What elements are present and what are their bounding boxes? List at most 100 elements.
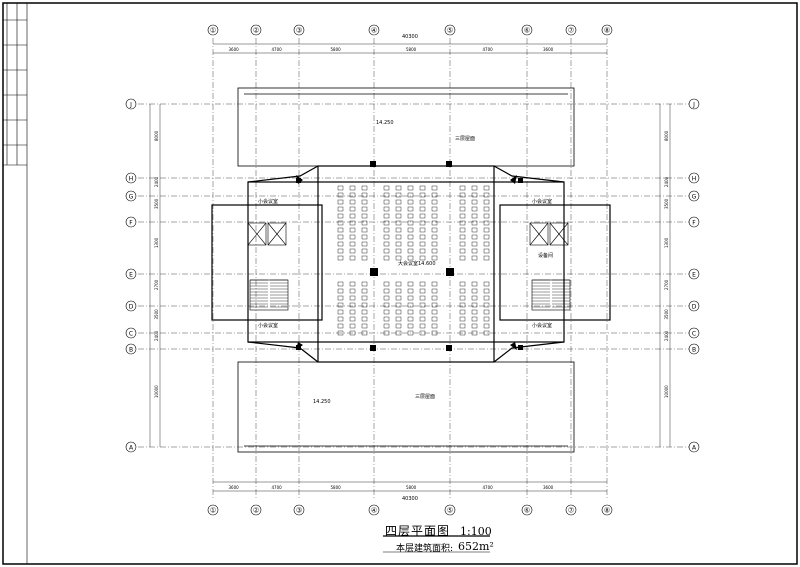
dim-text-side: 2700	[154, 279, 159, 290]
small-meeting-label-bottom-left: 小会议室	[258, 322, 278, 329]
seat	[419, 255, 426, 261]
seat	[337, 255, 344, 261]
seat	[471, 206, 478, 212]
seat	[471, 281, 478, 287]
seat	[419, 227, 426, 233]
axis-label: ⑤	[447, 507, 453, 515]
axis-bubble	[601, 24, 613, 36]
axis-label: ④	[371, 507, 377, 515]
seat	[459, 248, 466, 254]
axis-label: ④	[371, 27, 377, 35]
dim-text-side: 2400	[664, 330, 669, 341]
dim-text-top: 3600	[543, 47, 554, 52]
axis-bubble	[688, 98, 700, 110]
service-cores	[247, 222, 571, 311]
dim-text-side: 1300	[154, 237, 159, 248]
seat	[483, 330, 490, 336]
axis-bubble	[601, 504, 613, 516]
seat	[431, 185, 438, 191]
axis-bubble	[125, 343, 137, 355]
seat	[431, 330, 438, 336]
seat	[395, 295, 402, 301]
seat	[407, 316, 414, 322]
seat	[349, 309, 356, 315]
seat	[471, 192, 478, 198]
small-meeting-label-bottom-right: 小会议室	[532, 322, 552, 329]
stair-treads	[250, 279, 570, 308]
dim-text-bottom: 5800	[331, 485, 342, 490]
seat	[431, 288, 438, 294]
axis-bubble	[368, 504, 380, 516]
seat	[361, 199, 368, 205]
seat	[407, 255, 414, 261]
seat	[395, 309, 402, 315]
seat	[337, 220, 344, 226]
axis-label: ①	[210, 507, 216, 515]
seat	[471, 185, 478, 191]
seat	[471, 309, 478, 315]
seat	[419, 302, 426, 308]
seat	[407, 309, 414, 315]
seat	[407, 241, 414, 247]
axis-label: ⑧	[604, 27, 610, 35]
seat	[407, 199, 414, 205]
dim-text-bottom: 4700	[483, 485, 494, 490]
seat	[383, 248, 390, 254]
seat	[459, 220, 466, 226]
seat	[459, 234, 466, 240]
seat	[383, 302, 390, 308]
seat	[471, 295, 478, 301]
seat	[349, 302, 356, 308]
seat	[383, 206, 390, 212]
seat	[459, 241, 466, 247]
seat	[361, 241, 368, 247]
seat	[407, 227, 414, 233]
axis-label: G	[692, 194, 697, 201]
seat	[483, 241, 490, 247]
axis-label: ②	[253, 507, 259, 515]
dim-text-side: 3500	[154, 198, 159, 209]
axis-bubble	[521, 504, 533, 516]
roof-label-top: 三层屋面	[455, 136, 475, 142]
seat	[419, 234, 426, 240]
dim-text-bottom: 5800	[406, 485, 417, 490]
dim-text-top: 3600	[229, 47, 240, 52]
small-meeting-label-top-right: 小会议室	[532, 198, 552, 205]
seat	[349, 323, 356, 329]
dim-text-top: 5800	[331, 47, 342, 52]
seat	[383, 241, 390, 247]
seat	[383, 185, 390, 191]
axis-label: ⑦	[568, 27, 574, 35]
axis-label: ⑥	[524, 507, 530, 515]
seat	[459, 316, 466, 322]
seat	[361, 255, 368, 261]
axis-bubble	[368, 24, 380, 36]
seat	[395, 241, 402, 247]
axis-bubble	[688, 343, 700, 355]
seat	[471, 255, 478, 261]
seat	[431, 206, 438, 212]
axis-bubble	[565, 24, 577, 36]
dim-text-side: 1300	[664, 237, 669, 248]
seat	[419, 295, 426, 301]
seat	[459, 213, 466, 219]
seat	[483, 288, 490, 294]
seat	[459, 295, 466, 301]
dim-text-side: 2400	[154, 176, 159, 187]
dim-text-side: 3500	[664, 309, 669, 320]
axis-bubble	[521, 24, 533, 36]
seat	[459, 192, 466, 198]
seat	[349, 192, 356, 198]
seat	[383, 199, 390, 205]
axis-label: E	[692, 272, 696, 279]
axis-bubble	[250, 504, 262, 516]
seat	[337, 241, 344, 247]
seat	[431, 220, 438, 226]
axis-bubble	[688, 190, 700, 202]
axis-label: A	[692, 445, 697, 452]
axis-label: ⑥	[524, 27, 530, 35]
